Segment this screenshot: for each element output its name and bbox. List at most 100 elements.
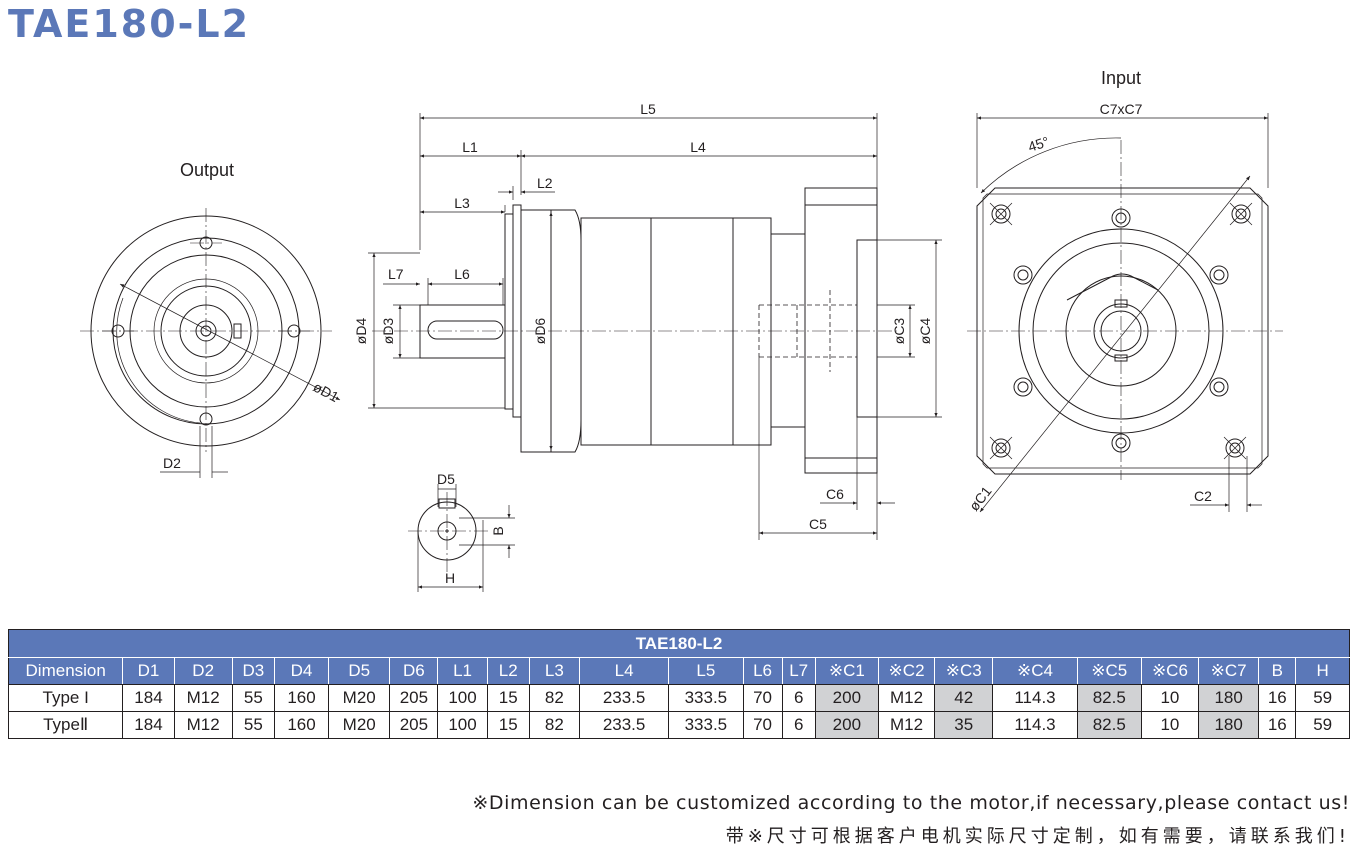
- column-header: L6: [742, 657, 783, 685]
- table-cell: 6: [781, 684, 816, 712]
- table-cell: 35: [934, 711, 994, 739]
- column-header: Dimension: [7, 657, 124, 685]
- table-cell: M20: [328, 711, 391, 739]
- column-header: ※C5: [1076, 657, 1142, 685]
- column-header: ※C6: [1140, 657, 1200, 685]
- label-c4: øC4: [917, 318, 933, 345]
- column-header: ※C1: [814, 657, 879, 685]
- table-cell: 100: [437, 711, 488, 739]
- table-cell: 82.5: [1076, 711, 1142, 739]
- table-cell: 59: [1295, 684, 1350, 712]
- table-cell: Type I: [7, 684, 124, 712]
- table-title: TAE180-L2: [8, 629, 1350, 658]
- label-d1: øD1: [311, 379, 342, 406]
- table-cell: 16: [1258, 711, 1297, 739]
- column-header: L5: [668, 657, 744, 685]
- label-d5: D5: [437, 471, 455, 487]
- label-c5: C5: [809, 516, 827, 532]
- table-cell: 184: [122, 711, 175, 739]
- column-header: H: [1295, 657, 1350, 685]
- technical-drawing: Output øD1 D2 L5: [80, 68, 1283, 592]
- table-cell: 200: [814, 711, 879, 739]
- output-label: Output: [180, 160, 234, 180]
- table-cell: 82: [528, 711, 580, 739]
- label-d3: øD3: [380, 318, 396, 345]
- note-english: ※Dimension can be customized according t…: [472, 792, 1350, 814]
- table-cell: 10: [1140, 684, 1200, 712]
- label-l7: L7: [388, 266, 404, 282]
- table-cell: 180: [1198, 711, 1260, 739]
- table-cell: 82: [528, 684, 580, 712]
- table-cell: 184: [122, 684, 175, 712]
- input-view: Input C7xC7 45°: [966, 68, 1283, 514]
- column-header: ※C4: [992, 657, 1078, 685]
- label-l5: L5: [640, 101, 656, 117]
- label-c6: C6: [826, 486, 844, 502]
- column-header: L3: [528, 657, 580, 685]
- label-c1: øC1: [966, 483, 995, 514]
- table-cell: 160: [273, 684, 330, 712]
- label-c2: C2: [1194, 488, 1212, 504]
- table-cell: 42: [934, 684, 994, 712]
- label-l6: L6: [454, 266, 470, 282]
- label-d2: D2: [163, 455, 181, 471]
- page-title: TAE180-L2: [8, 2, 251, 46]
- table-cell: 333.5: [668, 684, 744, 712]
- table-cell: 59: [1295, 711, 1350, 739]
- table-cell: M12: [173, 711, 233, 739]
- label-l2: L2: [537, 175, 553, 191]
- side-view: L5 L1 L4 L2 L3 L7 L6: [353, 101, 942, 540]
- label-d4: øD4: [353, 318, 369, 345]
- column-header: ※C3: [934, 657, 994, 685]
- column-header: L1: [437, 657, 488, 685]
- table-cell: 205: [389, 711, 439, 739]
- table-cell: 200: [814, 684, 879, 712]
- table-cell: 15: [486, 684, 530, 712]
- label-h: H: [445, 570, 455, 586]
- table-cell: M12: [877, 684, 936, 712]
- table-cell: 6: [781, 711, 816, 739]
- table-cell: 114.3: [992, 684, 1078, 712]
- column-header: D3: [231, 657, 275, 685]
- column-header: D5: [328, 657, 391, 685]
- label-l4: L4: [690, 139, 706, 155]
- table-cell: 10: [1140, 711, 1200, 739]
- column-header: L7: [781, 657, 816, 685]
- column-header: D1: [122, 657, 175, 685]
- table-cell: 233.5: [578, 684, 670, 712]
- table-cell: 55: [231, 711, 275, 739]
- column-header: ※C2: [877, 657, 936, 685]
- label-d6: øD6: [532, 318, 548, 345]
- key-detail-view: D5 B H: [408, 471, 515, 592]
- table-cell: 114.3: [992, 711, 1078, 739]
- label-c7: C7xC7: [1100, 101, 1143, 117]
- table-cell: M20: [328, 684, 391, 712]
- column-header: L4: [578, 657, 670, 685]
- output-view: Output øD1 D2: [80, 160, 342, 478]
- table-cell: 82.5: [1076, 684, 1142, 712]
- table-cell: 16: [1258, 684, 1297, 712]
- label-b: B: [490, 526, 506, 535]
- table-cell: 15: [486, 711, 530, 739]
- table-cell: M12: [877, 711, 936, 739]
- table-cell: TypeⅡ: [7, 711, 124, 739]
- column-header: D4: [273, 657, 330, 685]
- label-angle: 45°: [1026, 133, 1051, 155]
- label-c3: øC3: [891, 318, 907, 345]
- table-cell: 205: [389, 684, 439, 712]
- input-label: Input: [1101, 68, 1141, 88]
- column-header: D2: [173, 657, 233, 685]
- column-header: D6: [389, 657, 439, 685]
- column-header: B: [1258, 657, 1297, 685]
- label-l3: L3: [454, 195, 470, 211]
- table-cell: 333.5: [668, 711, 744, 739]
- column-header: ※C7: [1198, 657, 1260, 685]
- table-cell: 180: [1198, 684, 1260, 712]
- table-cell: 55: [231, 684, 275, 712]
- table-cell: M12: [173, 684, 233, 712]
- column-header: L2: [486, 657, 530, 685]
